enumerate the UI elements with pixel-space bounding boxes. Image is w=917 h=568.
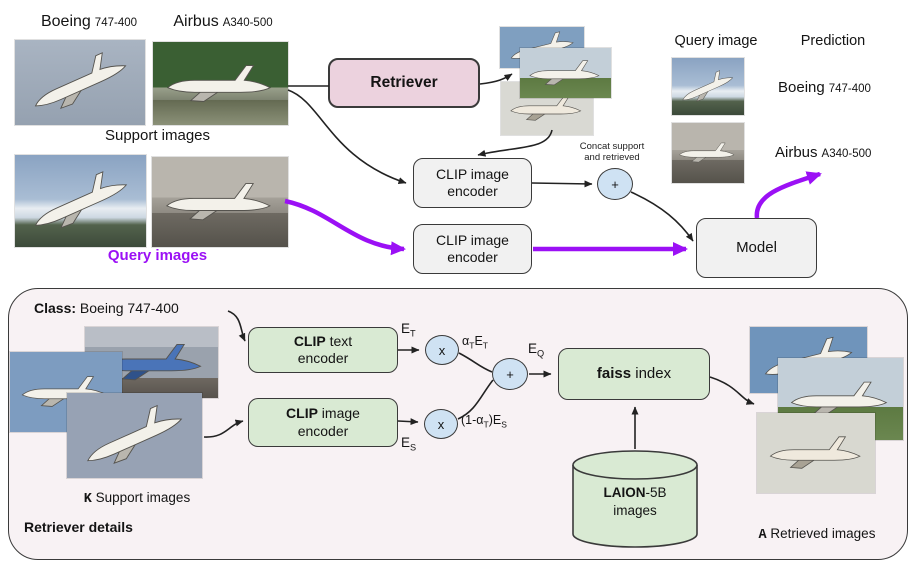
query-caption: Query images (107, 247, 208, 264)
model-label: Model (736, 238, 777, 256)
k-support-text: Support images (91, 490, 191, 505)
concat-note-line2: and retrieved (584, 152, 640, 164)
faiss-index-box: faiss index (558, 348, 710, 400)
a-retrieved-text: Retrieved images (766, 526, 876, 541)
laion-line1: LAION-5B (603, 485, 667, 500)
k-symbol: K (83, 492, 92, 507)
panel-title: Retriever details (24, 519, 133, 535)
clip-text-encoder-box: CLIP text encoder (248, 327, 398, 373)
detail-retrieved-image-3 (757, 413, 875, 493)
support-class2-name: Airbus (173, 13, 219, 30)
a-retrieved-caption: A Retrieved images (733, 526, 901, 543)
clip-image-encoder-query-box: CLIP image encoder (413, 224, 532, 274)
query-image-header: Query image (674, 33, 758, 49)
class-line: Class: Boeing 747-400 (34, 300, 179, 316)
arrow-model-to-prediction (754, 171, 822, 219)
clip-image-encoder-detail-box: CLIP image encoder (248, 398, 398, 447)
embedding-query-label: EQ (528, 341, 545, 359)
multiply-text-circle: x (425, 335, 459, 365)
clip-image-encoder-top-line1: CLIP image (436, 165, 509, 182)
laion-db-label: LAION-5B images (572, 484, 698, 520)
prediction-1-name: Boeing (778, 79, 825, 96)
retriever-label: Retriever (370, 74, 438, 92)
retriever-box: Retriever (328, 58, 480, 108)
concat-plus-circle: + (597, 168, 633, 200)
embedding-support-label: ES (401, 435, 417, 453)
concat-plus-label: + (611, 176, 619, 192)
support-class1-variant: 747-400 (94, 17, 138, 29)
clip-image-encoder-query-line2: encoder (447, 249, 498, 265)
concat-note: Concat support and retrieved (568, 141, 656, 163)
alpha-et-label: αTET (462, 334, 488, 351)
clip-image-encoder-top-box: CLIP image encoder (413, 158, 532, 208)
result-query-image-1 (672, 58, 744, 115)
prediction-2-name: Airbus (775, 144, 818, 161)
concat-note-line1: Concat support (579, 141, 645, 152)
class-label: Class: (34, 300, 77, 316)
k-support-caption: K Support images (57, 490, 217, 507)
multiply-image-circle: x (424, 409, 458, 439)
embedding-text-label: ET (401, 321, 416, 339)
arrow-encoder1-to-plus (531, 180, 593, 188)
model-box: Model (696, 218, 817, 278)
sum-circle: + (492, 358, 528, 390)
clip-image-encoder-query-line1: CLIP image (436, 231, 509, 248)
retrieved-image-top-2 (520, 48, 611, 98)
clip-text-encoder-line2: encoder (297, 350, 349, 366)
clip-image-encoder-detail-line2: encoder (297, 422, 349, 439)
laion-db-cylinder (572, 450, 698, 548)
laion-line2: images (613, 503, 657, 519)
support-image-airbus (153, 42, 288, 125)
clip-image-encoder-detail-line1: CLIP image (286, 405, 360, 421)
clip-text-encoder-line1: CLIP text (293, 332, 353, 349)
class-value: Boeing 747-400 (76, 300, 179, 316)
query-image-2 (152, 157, 288, 247)
support-class1-name: Boeing (40, 13, 91, 30)
prediction-header: Prediction (800, 33, 866, 49)
a-symbol: A (758, 528, 767, 543)
faiss-index-label: faiss index (596, 364, 672, 382)
support-class2-variant: A340-500 (222, 17, 273, 29)
detail-support-image-3 (67, 393, 202, 478)
prediction-2-variant: A340-500 (821, 148, 872, 160)
arrow-plus-to-model (630, 191, 694, 242)
one-minus-alpha-es-label: (1-αT)ES (461, 413, 507, 430)
query-image-1 (15, 155, 146, 247)
arrow-query-to-encoder2 (284, 198, 406, 256)
prediction-1-variant: 747-400 (828, 83, 871, 95)
support-caption: Support images (104, 127, 211, 144)
clip-image-encoder-top-line2: encoder (447, 183, 498, 199)
support-image-boeing (15, 40, 145, 125)
result-query-image-2 (672, 123, 744, 183)
